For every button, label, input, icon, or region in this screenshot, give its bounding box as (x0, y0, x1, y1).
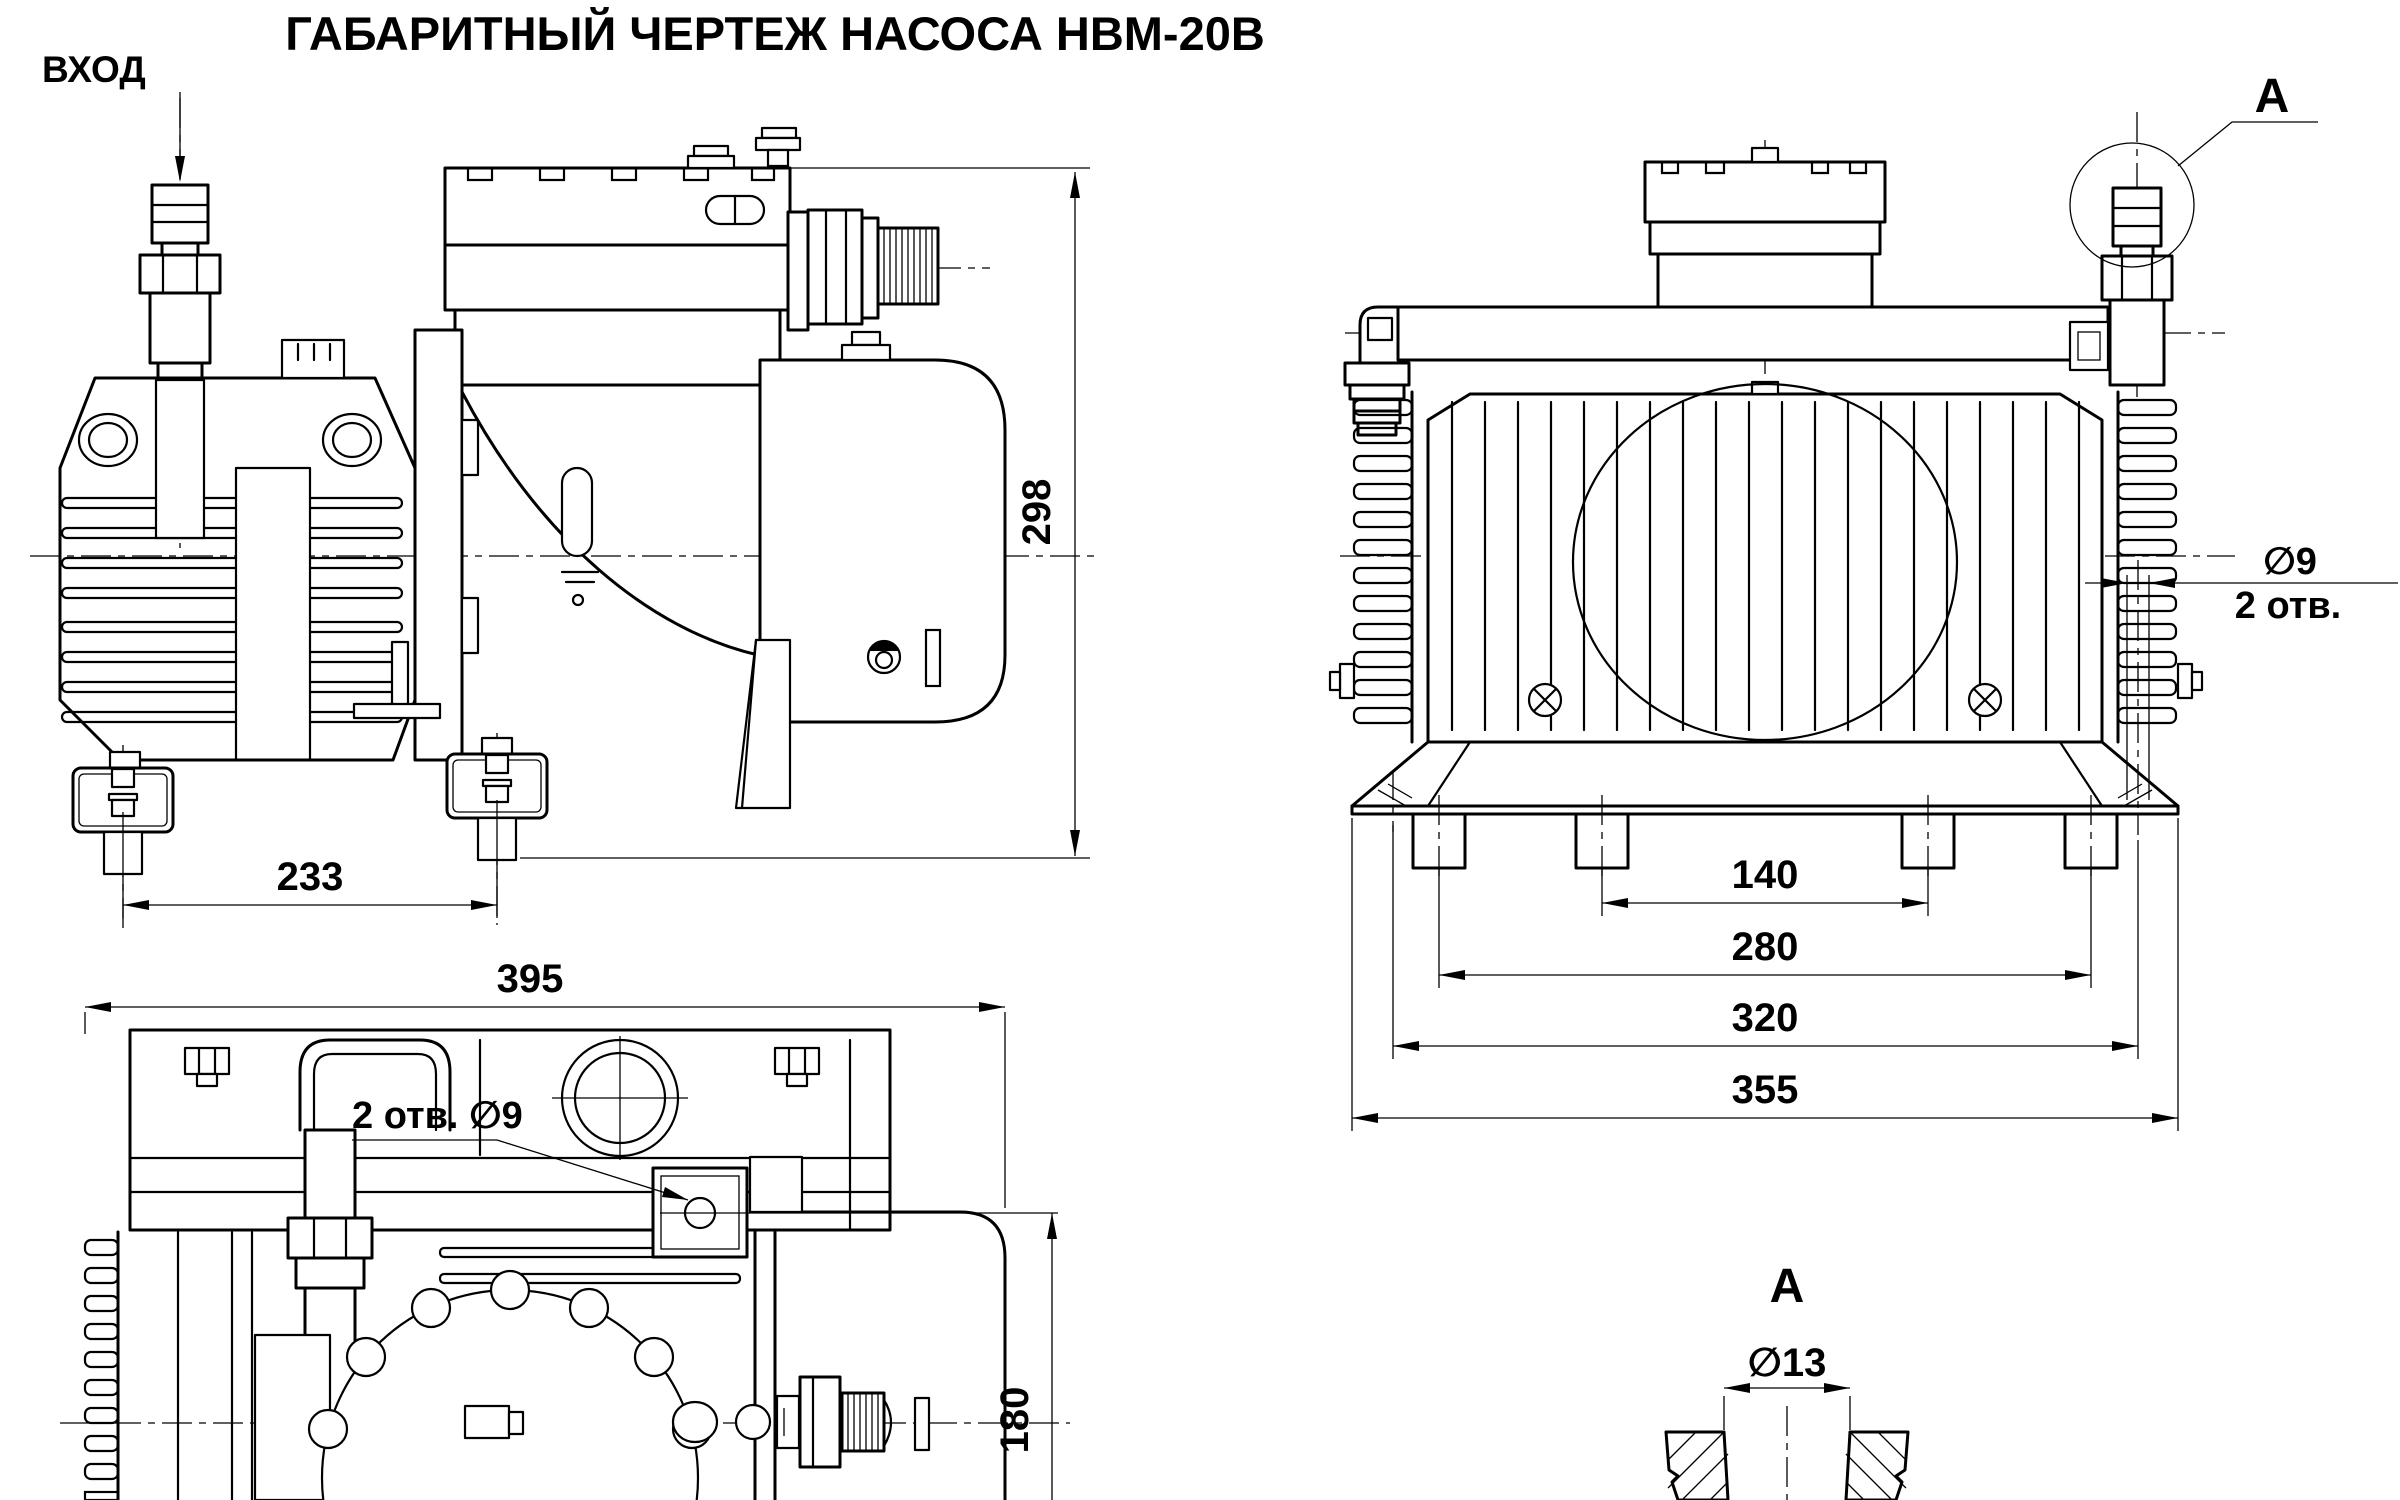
cylinder-bulge (1571, 382, 1959, 742)
cable-gland (786, 208, 940, 332)
callout-circle (2069, 142, 2195, 268)
top-gland-thread (840, 1391, 886, 1453)
junction-box (443, 126, 802, 387)
fan-shroud (307, 1269, 713, 1500)
pipe-hex-nut (286, 1216, 374, 1260)
motor-slot (924, 628, 942, 688)
dim-180-text: 180 (993, 1387, 1037, 1454)
side-view-feet (71, 638, 792, 876)
top-motor (773, 1210, 1007, 1500)
pump-bracket (390, 640, 410, 710)
dim-233: 233 (122, 800, 498, 918)
u-tube-inner (312, 1052, 438, 1132)
phillips-screws (1527, 682, 2003, 718)
dim-280: 280 (1438, 868, 2092, 988)
pump-block (58, 338, 417, 762)
detail-a-title: A (1770, 1260, 1805, 1313)
pipe-assembly (1343, 186, 2174, 437)
detail-a-view: A ∅13 (1664, 1260, 1910, 1500)
box-bolt-2 (760, 126, 798, 140)
hole-count-text: 2 отв. (2235, 585, 2342, 627)
dim-180: 180 (993, 1213, 1057, 1500)
top-view: 395 (60, 957, 1070, 1500)
outlet-barb (2111, 186, 2163, 248)
dim-298: 298 (520, 167, 1090, 859)
inlet-pipe-band (154, 378, 206, 540)
right-end-cap (2116, 390, 2204, 744)
head-bolt-a (183, 1046, 231, 1076)
outlet-body (2108, 298, 2166, 387)
box-bolt-1 (692, 144, 730, 158)
top-gland (671, 1375, 931, 1469)
holes-note-top-view: 2 отв. ∅9 (352, 1095, 1058, 1259)
hole-dia-text: ∅9 (2263, 541, 2317, 583)
callout-letter: A (2255, 70, 2290, 123)
dim-140: 140 (1601, 853, 1929, 916)
fan-hub-bolt (463, 1404, 511, 1440)
bell-slot (560, 466, 594, 558)
end-body (1328, 380, 2204, 744)
dim-233-text: 233 (277, 855, 344, 899)
flange-and-bell (413, 328, 760, 762)
dim-298-text: 298 (1015, 479, 1059, 546)
holes-note-text: 2 отв. ∅9 (352, 1095, 523, 1137)
detail-callout: A (2069, 70, 2318, 268)
motor-bracket (734, 638, 792, 810)
head-bolt-b (773, 1046, 821, 1076)
dim-395: 395 (84, 957, 1006, 1208)
left-end-cap (1328, 390, 1414, 744)
motor (758, 330, 1007, 724)
fitting-section (1664, 1406, 1910, 1500)
holes-note-end-view: ∅9 2 отв. (2085, 541, 2398, 800)
dim-355-text: 355 (1732, 1068, 1799, 1112)
smooth-band (234, 466, 312, 762)
dim-140-text: 140 (1732, 853, 1799, 897)
u-tube-outer (298, 1038, 452, 1132)
dim-355: 355 (1351, 818, 2179, 1131)
dim-320-text: 320 (1732, 996, 1799, 1040)
outlet-nut (2100, 254, 2174, 302)
end-junction-box (1643, 146, 1887, 309)
top-left-fins (83, 1230, 332, 1500)
dim-13 (1723, 1383, 1851, 1430)
end-view: A (1328, 70, 2398, 1131)
inlet-label: ВХОД (42, 49, 146, 90)
end-base (1350, 560, 2180, 880)
dim-320: 320 (1392, 825, 2139, 1059)
dim-395-text: 395 (497, 957, 564, 1001)
side-view: ВХОД (30, 49, 1095, 930)
dim-280-text: 280 (1732, 925, 1799, 969)
section-hatch (1667, 1431, 1907, 1500)
inlet-elbow-nut (1343, 361, 1411, 387)
dim-13-text: ∅13 (1748, 1341, 1827, 1385)
motor-bolt (850, 330, 882, 347)
drawing-title: ГАБАРИТНЫЙ ЧЕРТЕЖ НАСОСА НВМ-20В (285, 7, 1265, 60)
